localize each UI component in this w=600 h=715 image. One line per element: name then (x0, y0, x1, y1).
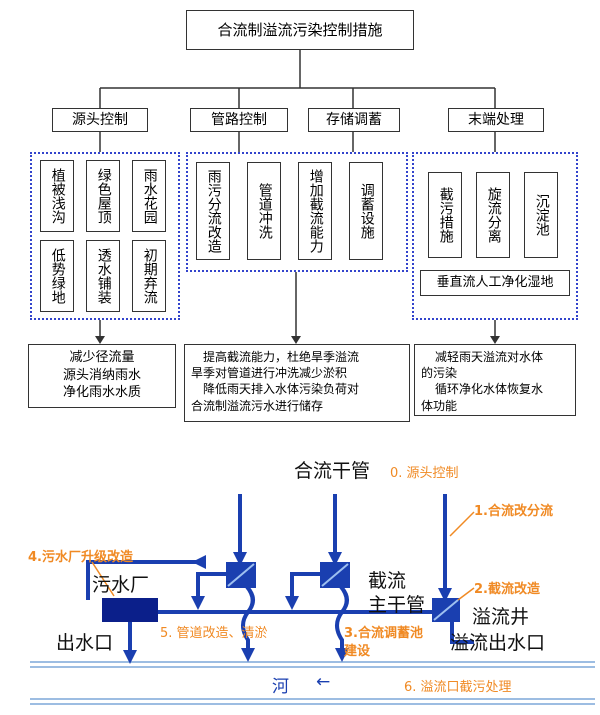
pipe-item-storage-facility: 调蓄设施 (349, 162, 383, 260)
pipe-item-separation: 雨污分流改造 (196, 162, 230, 260)
interceptor-label-line1: 截流 (368, 570, 407, 592)
marker-3-storage-tank-b: 建设 (344, 644, 371, 659)
source-item-sunken-greenland: 低势绿地 (40, 240, 74, 312)
marker-2-interception: 2.截流改造 (474, 582, 540, 597)
river-lines (30, 661, 595, 705)
pipes (86, 494, 474, 656)
source-item-rain-garden: 雨水花园 (132, 160, 166, 232)
pipe-description: 提高截流能力，杜绝旱季溢流 旱季对管道进行冲洗减少淤积 降低雨天排入水体污染负荷… (184, 344, 410, 422)
end-item-sedimentation: 沉淀池 (524, 172, 558, 258)
marker-5-pipe-renovation: 5. 管道改造、清淤 (160, 626, 268, 641)
treatment-plant (102, 598, 158, 622)
storage-tank-1 (226, 562, 256, 588)
category-storage: 存储调蓄 (308, 108, 400, 132)
end-item-vortex-separation: 旋流分离 (476, 172, 510, 258)
interceptor-label-line2: 主干管 (368, 594, 426, 616)
outlet-label: 出水口 (56, 632, 114, 654)
category-end-treatment: 末端处理 (448, 108, 544, 132)
source-item-vegetated-swale: 植被浅沟 (40, 160, 74, 232)
pipe-item-flushing: 管道冲洗 (247, 162, 281, 260)
pipe-item-intercept-capacity: 增加截流能力 (298, 162, 332, 260)
overflow-well-label: 溢流井 (472, 606, 530, 628)
end-description: 减轻雨天溢流对水体 的污染 循环净化水体恢复水 体功能 (414, 344, 576, 416)
end-item-wetland: 垂直流人工净化湿地 (420, 270, 570, 296)
overflow-outlet-label: 溢流出水口 (450, 632, 546, 654)
storage-tank-2 (320, 562, 350, 588)
river-label: 河 (272, 677, 289, 697)
end-item-interception: 截污措施 (428, 172, 462, 258)
marker-3-storage-tank-a: 3.合流调蓄池 (344, 626, 423, 641)
source-item-first-flush: 初期弃流 (132, 240, 166, 312)
marker-0-source-control: 0. 源头控制 (390, 466, 459, 481)
source-item-permeable-paving: 透水铺装 (86, 240, 120, 312)
category-source-control: 源头控制 (52, 108, 148, 132)
main-pipe-label: 合流干管 (294, 460, 371, 482)
marker-1-separation: 1.合流改分流 (474, 504, 553, 519)
marker-4-plant-upgrade: 4.污水厂升级改造 (28, 550, 133, 565)
overflow-well (432, 598, 460, 622)
diagram-title: 合流制溢流污染控制措施 (186, 10, 414, 50)
source-item-green-roof: 绿色屋顶 (86, 160, 120, 232)
pipe-group (186, 152, 408, 272)
source-description: 减少径流量 源头消纳雨水 净化雨水水质 (28, 344, 176, 408)
end-group (412, 152, 578, 320)
plant-label: 污水厂 (92, 574, 150, 596)
river-flow-arrow: ← (316, 672, 331, 692)
source-group (30, 152, 180, 320)
marker-6-outfall-treatment: 6. 溢流口截污处理 (404, 680, 512, 695)
category-pipe-control: 管路控制 (190, 108, 288, 132)
